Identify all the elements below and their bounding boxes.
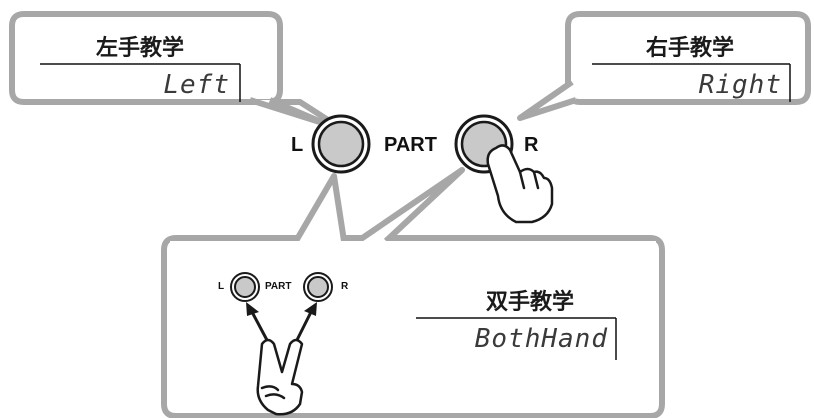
callout-right-box — [565, 11, 811, 105]
inset-r-button — [307, 276, 329, 298]
arrow-to-r-icon — [294, 302, 317, 343]
arrow-to-l-icon — [246, 302, 270, 343]
callout-right-pointer — [517, 79, 577, 121]
inset-part-label: PART — [265, 281, 292, 292]
inset-l-button — [234, 276, 256, 298]
both-display-readout: BothHand — [474, 324, 608, 354]
right-display-readout: Right — [698, 70, 782, 100]
both-hands-lesson-heading: 双手教学 — [485, 290, 574, 315]
pressing-finger-icon — [486, 144, 554, 224]
callout-both-pointer-left — [293, 173, 347, 243]
two-finger-hand-icon — [256, 338, 304, 416]
callout-left-box — [9, 11, 331, 123]
left-display-readout: Left — [163, 70, 230, 100]
part-l-button[interactable] — [317, 120, 365, 168]
part-r-label: R — [524, 134, 539, 156]
inset-l-label: L — [218, 281, 225, 292]
left-hand-lesson-heading: 左手教学 — [95, 36, 184, 61]
inset-r-label: R — [341, 281, 349, 292]
part-l-label: L — [291, 134, 304, 156]
part-label: PART — [384, 134, 437, 156]
right-hand-lesson-heading: 右手教学 — [645, 36, 734, 61]
callout-both-pointer-right — [356, 167, 465, 244]
